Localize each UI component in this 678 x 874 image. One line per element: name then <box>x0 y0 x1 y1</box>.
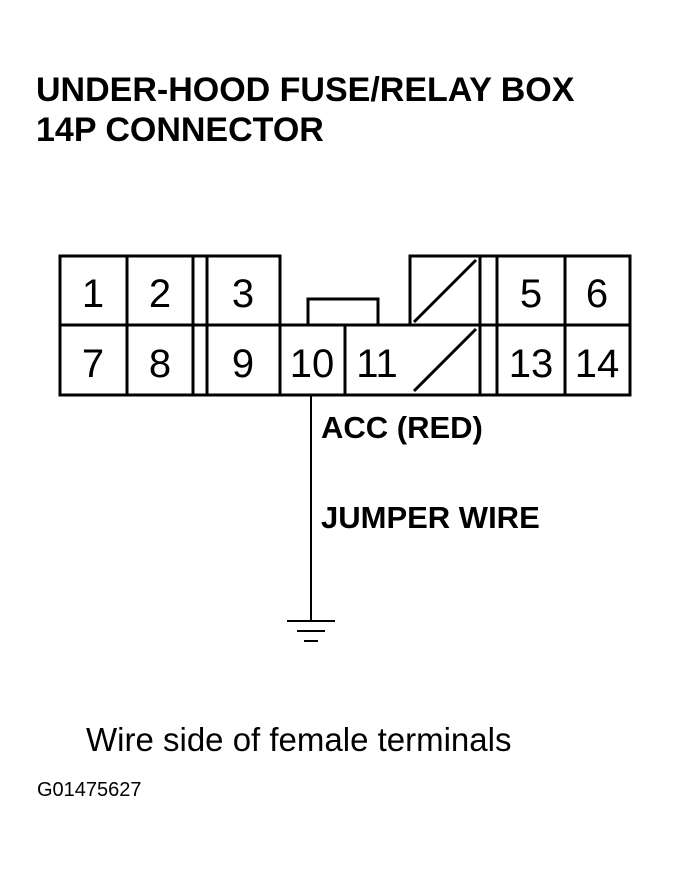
pin-5-label: 5 <box>520 272 542 316</box>
pin-8-label: 8 <box>149 342 171 386</box>
diagram-title-line2: 14P CONNECTOR <box>36 111 324 149</box>
acc-wire-label: ACC (RED) <box>321 410 483 445</box>
pin-labels: 1 2 3 5 6 7 8 9 10 11 13 14 <box>82 272 619 386</box>
pin-3-label: 3 <box>232 272 254 316</box>
jumper-wire-label: JUMPER WIRE <box>321 500 540 535</box>
connector-body <box>58 254 632 397</box>
pin-6-label: 6 <box>586 272 608 316</box>
pin-13-label: 13 <box>509 342 554 386</box>
diagram-title-line1: UNDER-HOOD FUSE/RELAY BOX <box>36 71 575 109</box>
pin-14-label: 14 <box>575 342 620 386</box>
diagram-caption: Wire side of female terminals <box>86 721 512 758</box>
pin-1-label: 1 <box>82 272 104 316</box>
figure-id: G01475627 <box>37 779 142 801</box>
pin-11-label: 11 <box>356 342 398 386</box>
pin-2-label: 2 <box>149 272 171 316</box>
pin-7-label: 7 <box>82 342 104 386</box>
ground-icon <box>287 620 335 642</box>
pin-10-label: 10 <box>290 342 335 386</box>
pin-9-label: 9 <box>232 342 254 386</box>
